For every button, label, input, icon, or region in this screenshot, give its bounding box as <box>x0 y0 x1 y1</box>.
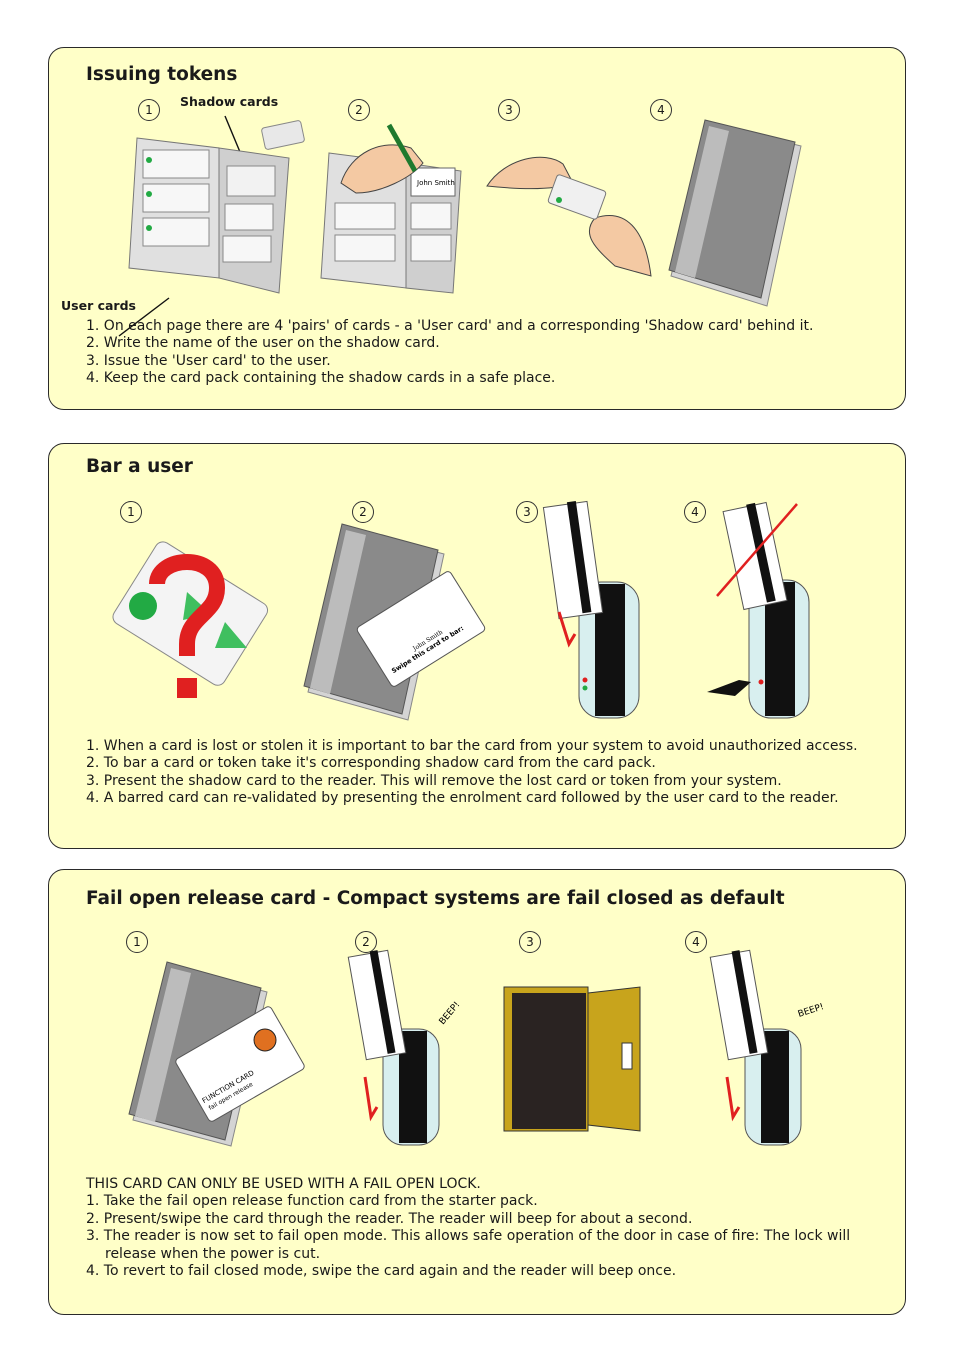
instruction-warning: THIS CARD CAN ONLY BE USED WITH A FAIL O… <box>86 1176 481 1192</box>
step-4-marker: 4 <box>684 501 706 523</box>
step-4-marker: 4 <box>650 99 672 121</box>
instruction-item: 4. A barred card can re-validated by pre… <box>86 790 839 807</box>
instructions-list: 1. On each page there are 4 'pairs' of c… <box>86 318 813 388</box>
card-pack-open-icon <box>118 115 305 337</box>
instruction-item: 4. Keep the card pack containing the sha… <box>86 370 556 387</box>
instruction-item: 3. Issue the 'User card' to the user. <box>86 352 331 369</box>
step-1-marker: 1 <box>126 931 148 953</box>
instruction-item: 2. To bar a card or token take it's corr… <box>86 755 656 772</box>
written-name: John Smith <box>416 179 455 187</box>
section-fail-open-release: Fail open release card - Compact systems… <box>48 869 906 1315</box>
section-bar-a-user: Bar a user 1 2 3 4 Swipe this card to ba… <box>48 443 906 849</box>
beep-text: BEEP! <box>438 1000 463 1027</box>
shadow-card-pack-icon: Swipe this card to bar: John Smith <box>303 523 486 721</box>
issue-card-icon <box>486 156 652 277</box>
step-3-marker: 3 <box>498 99 520 121</box>
user-cards-label: User cards <box>61 298 136 313</box>
step-2-marker: 2 <box>348 99 370 121</box>
instructions-list: 1. When a card is lost or stolen it is i… <box>86 738 858 808</box>
function-card-pack-icon: FUNCTION CARD fail open release <box>128 961 305 1147</box>
barred-card-icon <box>707 501 810 719</box>
step-1-marker: 1 <box>120 501 142 523</box>
step-2-marker: 2 <box>352 501 374 523</box>
reader-beep-icon: BEEP! <box>347 949 463 1146</box>
step-1-marker: 1 <box>138 99 160 121</box>
open-door-icon <box>503 986 641 1132</box>
step-3-marker: 3 <box>516 501 538 523</box>
instruction-item: 1. Take the fail open release function c… <box>86 1193 538 1210</box>
instruction-item: 2. Present/swipe the card through the re… <box>86 1210 693 1227</box>
instruction-item: 2. Write the name of the user on the sha… <box>86 335 440 352</box>
section-title: Fail open release card - Compact systems… <box>86 888 785 909</box>
beep-text: BEEP! <box>797 1002 825 1020</box>
reader-swipe-icon <box>542 500 640 719</box>
section-issuing-tokens: Issuing tokens 1 2 3 4 Shadow cards User… <box>48 47 906 410</box>
lost-card-icon <box>112 541 269 698</box>
step-2-marker: 2 <box>355 931 377 953</box>
writing-name-icon: John Smith <box>320 123 462 294</box>
instruction-item: 3. Present the shadow card to the reader… <box>86 772 782 789</box>
step-4-marker: 4 <box>685 931 707 953</box>
section-title: Issuing tokens <box>86 64 238 85</box>
instruction-item: 3. The reader is now set to fail open mo… <box>86 1228 851 1262</box>
card-pack-closed-icon <box>668 119 802 307</box>
shadow-cards-label: Shadow cards <box>180 94 279 109</box>
section-title: Bar a user <box>86 456 193 477</box>
reader-beep-again-icon: BEEP! <box>709 949 825 1146</box>
step-3-marker: 3 <box>519 931 541 953</box>
instruction-item: 1. When a card is lost or stolen it is i… <box>86 738 858 754</box>
instruction-item: 4. To revert to fail closed mode, swipe … <box>86 1263 677 1280</box>
instruction-item: 1. On each page there are 4 'pairs' of c… <box>86 318 814 334</box>
instructions-list: THIS CARD CAN ONLY BE USED WITH A FAIL O… <box>86 1176 905 1280</box>
